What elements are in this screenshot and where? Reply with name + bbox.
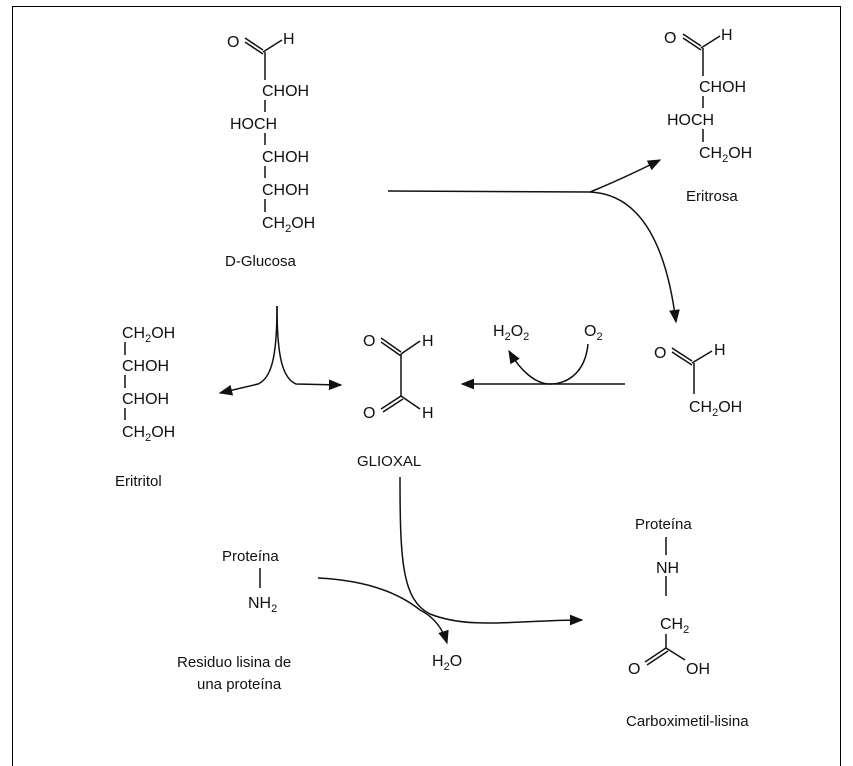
arrow-to-erythritol (218, 305, 278, 396)
h2o2-label: H2O2 (493, 323, 529, 343)
erythrose-c4: CH2OH (699, 145, 752, 165)
o2-label: O2 (584, 323, 603, 343)
glyoxal-structure (380, 337, 421, 413)
glucose-c6: CH2OH (262, 215, 315, 235)
glycolaldehyde-structure (671, 347, 713, 394)
glucose-c4: CHOH (262, 149, 309, 166)
lysine-label-line2: una proteína (197, 676, 282, 693)
erythrose-structure (682, 33, 721, 142)
glyoxal-h1: H (422, 333, 434, 350)
glyoxal-label: GLIOXAL (357, 453, 421, 470)
cml-nh: NH (656, 560, 679, 577)
glyoxal-h2: H (422, 405, 434, 422)
glyoxal-o1: O (363, 333, 375, 350)
glycolaldehyde-h: H (714, 342, 726, 359)
cml-o: O (628, 661, 640, 678)
glucose-c2: CHOH (262, 83, 309, 100)
arrow-lysine-join (317, 577, 421, 611)
glucose-structure (244, 37, 283, 212)
erythrose-c3: HOCH (667, 112, 714, 129)
arrow-glucose-main (387, 190, 591, 193)
erythritol-c1: CH2OH (122, 325, 175, 345)
arrow-to-erythrose (589, 159, 662, 193)
arrow-to-glycolaldehyde (589, 191, 680, 324)
erythrose-c2: CHOH (699, 79, 746, 96)
protein-left-label: Proteína (222, 548, 279, 565)
cml-oh: OH (686, 661, 710, 678)
arrow-o2-to-h2o2 (508, 343, 589, 385)
erythrose-o: O (664, 30, 676, 47)
glycolaldehyde-o: O (654, 345, 666, 362)
arrow-to-water (419, 609, 449, 645)
erythrose-label: Eritrosa (686, 188, 738, 205)
glycolaldehyde-c2: CH2OH (689, 399, 742, 419)
erythritol-c3: CHOH (122, 391, 169, 408)
erythritol-label: Eritritol (115, 473, 162, 490)
protein-right-label: Proteína (635, 516, 692, 533)
h2o-label: H2O (432, 653, 462, 673)
glucose-c5: CHOH (262, 182, 309, 199)
glucose-o: O (227, 34, 239, 51)
lysine-label-line1: Residuo lisina de (177, 654, 291, 671)
arrow-to-glyoxal-from-glucose (276, 305, 343, 391)
cml-structure (644, 537, 686, 666)
glucose-h: H (283, 31, 295, 48)
erythrose-h: H (721, 27, 733, 44)
arrow-glyoxal-to-cml (399, 476, 584, 626)
glucose-c3: HOCH (230, 116, 277, 133)
glyoxal-o2: O (363, 405, 375, 422)
lysine-nh2: NH2 (248, 595, 277, 615)
diagram-frame (12, 6, 841, 766)
cml-label: Carboximetil-lisina (626, 713, 749, 730)
erythritol-c4: CH2OH (122, 424, 175, 444)
cml-ch2: CH2 (660, 616, 689, 636)
glucose-label: D-Glucosa (225, 253, 297, 270)
erythritol-c2: CHOH (122, 358, 169, 375)
